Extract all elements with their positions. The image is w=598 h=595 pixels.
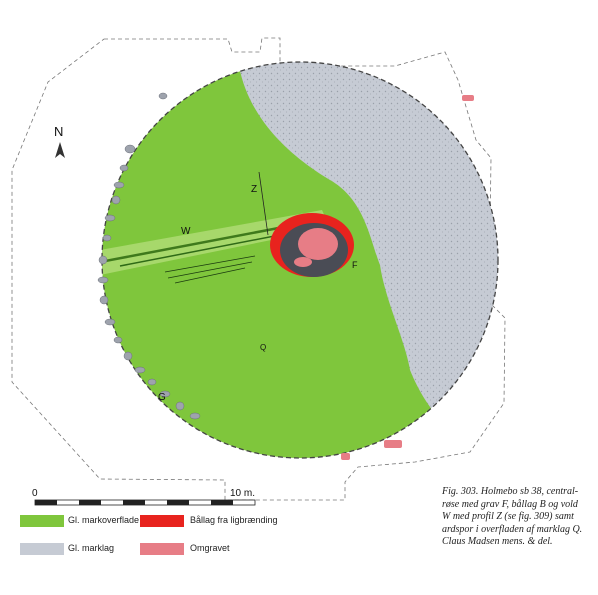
legend-label-markoverflade: Gl. markoverflade [68,515,140,525]
disturbed-spots [341,95,474,460]
central-cairn [270,213,354,277]
legend-swatch-bållag [140,515,184,527]
legend: Gl. markoverflade Bållag fra ligbrænding… [20,505,320,565]
caption-line: røse med grav F, bållag B og vold [442,498,578,510]
legend-swatch-marklag [20,543,64,555]
label-f: F [352,260,358,270]
legend-swatch-markoverflade [20,515,64,527]
scale-start: 0 [32,488,38,499]
caption-line: Fig. 303. Holmebo sb 38, central- [442,486,579,497]
label-g: G [158,392,166,403]
markoverflade-area [102,62,440,458]
label-z: Z [251,184,257,195]
legend-label-marklag: Gl. marklag [68,543,115,553]
label-w: W [181,226,191,237]
legend-label-bållag: Bållag fra ligbrænding [190,515,278,525]
caption-line: ardspor i overfladen af marklag Q. [442,523,583,535]
caption-line: Claus Madsen mens. & del. [442,536,553,547]
profile-z-line [258,171,269,236]
caption-line: W med profil Z (se fig. 309) samt [442,511,574,522]
legend-swatch-omgravet [140,543,184,555]
north-arrow: N [54,124,65,158]
scale-end: 10 m. [230,488,255,499]
site-circle [101,61,499,459]
figure-caption: Fig. 303. Holmebo sb 38, central- røse m… [442,486,592,549]
outer-boundary [11,37,506,501]
edge-stones [97,92,201,420]
legend-label-omgravet: Omgravet [190,543,230,553]
label-q: Q [260,343,266,352]
scale-bar: 0 10 m. [32,488,256,506]
svg-text:N: N [54,124,63,139]
plough-marks [164,255,256,284]
